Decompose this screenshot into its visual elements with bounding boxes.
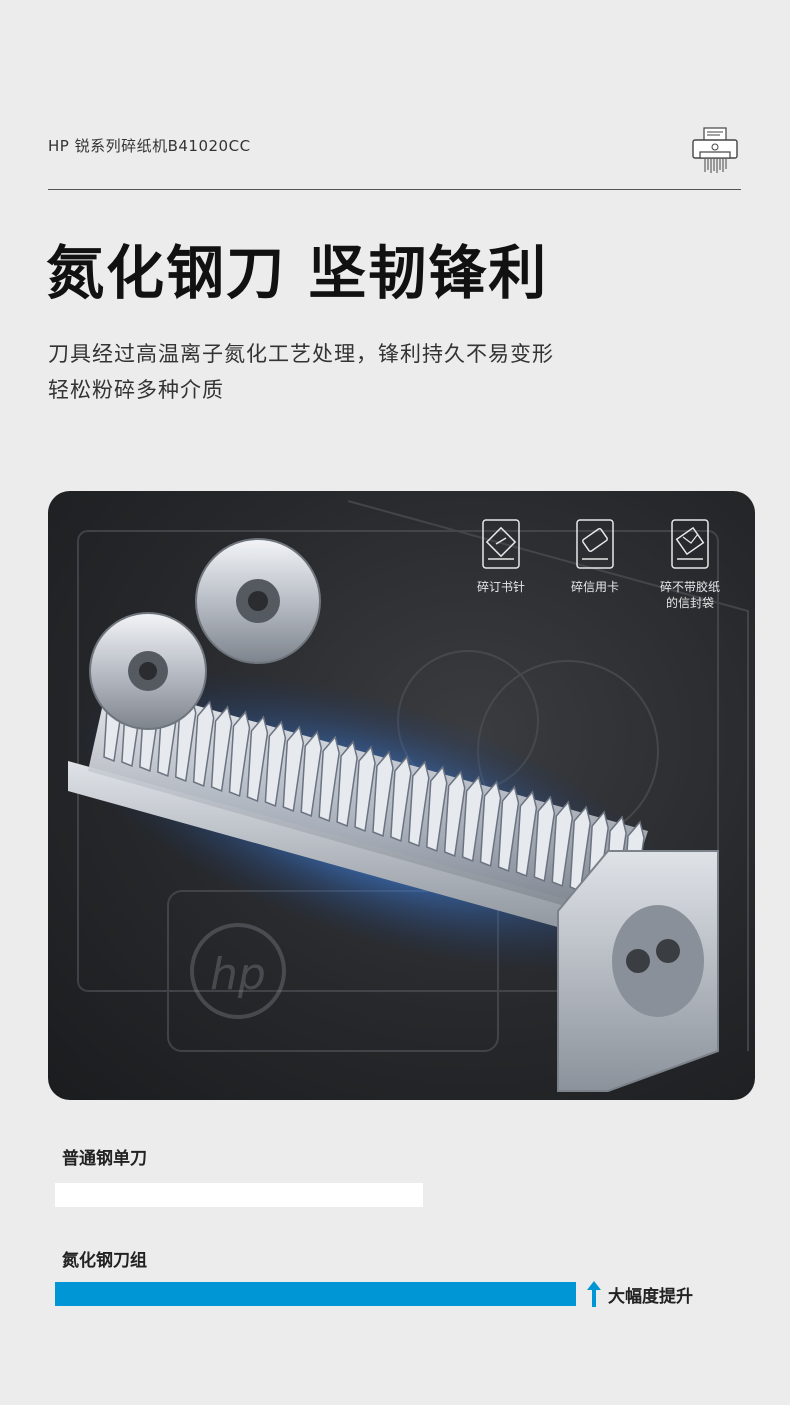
feature-credit-card: 碎信用卡	[550, 519, 640, 595]
blade-tooth	[228, 710, 251, 798]
envelope-icon	[671, 519, 709, 569]
blade-tooth	[479, 780, 502, 868]
description-line-1: 刀具经过高温离子氮化工艺处理，锋利持久不易变形	[48, 342, 554, 366]
blade-tooth	[443, 770, 466, 858]
blade-tooth	[336, 740, 358, 828]
feature-label-envelope-2: 的信封袋	[665, 596, 714, 610]
nitride-blade-label: 氮化钢刀组	[62, 1251, 147, 1271]
blade-tooth	[408, 760, 430, 848]
header-divider	[48, 189, 741, 190]
blade-tooth	[318, 735, 340, 823]
credit-card-icon	[576, 519, 614, 569]
gear-small	[89, 612, 207, 730]
blade-tooth	[533, 795, 556, 883]
hp-logo: hp	[190, 923, 286, 1019]
svg-text:hp: hp	[210, 949, 266, 1000]
blade-tooth	[497, 785, 520, 873]
blade-tooth	[300, 730, 323, 818]
product-image-panel: hp 碎订书针	[48, 491, 755, 1100]
description-line-2: 轻松粉碎多种介质	[48, 378, 224, 402]
blade-tooth	[569, 805, 591, 893]
nitride-blade-bar	[55, 1282, 576, 1306]
feature-label-credit-card: 碎信用卡	[570, 580, 619, 594]
feature-label-envelope-1: 碎不带胶纸	[659, 580, 720, 594]
blade-tooth	[246, 715, 269, 803]
ordinary-blade-bar	[55, 1183, 423, 1207]
blade-tooth	[354, 745, 376, 833]
feature-label-staples: 碎订书针	[476, 580, 525, 594]
gear-large	[195, 538, 321, 664]
staple-icon	[482, 519, 520, 569]
up-arrow-icon	[587, 1281, 601, 1307]
shredder-icon	[692, 127, 738, 173]
blade-tooth	[461, 775, 484, 863]
page-title: 氮化钢刀 坚韧锋利	[46, 239, 549, 307]
improvement-label: 大幅度提升	[608, 1287, 693, 1307]
blade-tooth	[264, 720, 287, 808]
product-header-title: HP 锐系列碎纸机B41020CC	[48, 137, 251, 155]
blade-tooth	[551, 800, 574, 888]
feature-envelope: 碎不带胶纸 的信封袋	[645, 519, 735, 611]
blade-tooth	[282, 725, 305, 813]
blade-tooth	[390, 755, 412, 843]
feature-staples: 碎订书针	[456, 519, 546, 595]
blade-tooth	[515, 790, 538, 878]
blade-tooth	[372, 750, 394, 838]
blade-tooth	[210, 705, 233, 793]
ordinary-blade-label: 普通钢单刀	[62, 1149, 147, 1169]
blade-tooth	[192, 700, 215, 788]
cutter-assembly-illustration: hp	[68, 500, 749, 1092]
blade-tooth	[425, 765, 448, 853]
